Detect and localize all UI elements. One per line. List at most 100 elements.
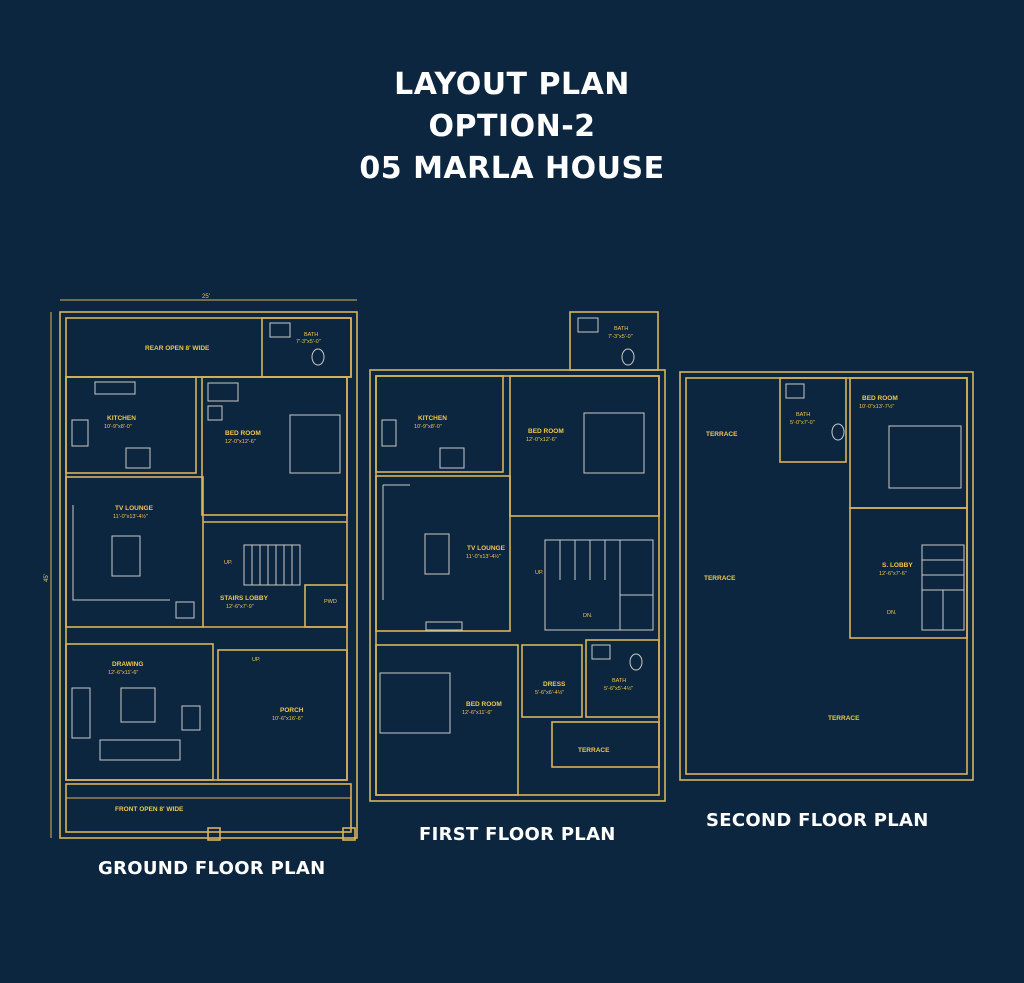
ff-bath-top-name: BATH [614, 326, 628, 332]
drawing-sofa-bottom-icon [99, 739, 181, 761]
rear-open-label: REAR OPEN 8' WIDE [145, 345, 210, 352]
sf-bath-room [779, 377, 847, 463]
toilet-icon [311, 348, 325, 366]
ff-kitchen-room [375, 375, 504, 473]
sf-basin-icon [785, 383, 805, 399]
ff-sink-icon [439, 447, 465, 469]
ff-bath-bottom-size: 5'-6"x5'-4½" [604, 685, 633, 692]
bath-room [261, 317, 352, 378]
second-floor-caption: SECOND FLOOR PLAN [706, 810, 929, 831]
kitchen-room [65, 376, 197, 474]
ff-dress-room [521, 644, 583, 718]
ff-console-icon [425, 621, 463, 631]
ff-dn-label: DN. [583, 613, 593, 619]
armchair-icon [181, 705, 201, 731]
sf-stairs-lobby [849, 507, 968, 639]
ff-bed-bottom-icon [379, 672, 451, 734]
ff-bedroom-bottom-name: BED ROOM [466, 701, 502, 708]
ff-kitchen-name: KITCHEN [418, 415, 447, 422]
sf-outline [679, 371, 974, 781]
ff-toilet-icon [621, 348, 635, 366]
tv-lounge-name: TV LOUNGE [115, 505, 154, 512]
ff-terrace-label: TERRACE [578, 747, 610, 754]
ff-bath-bottom [585, 639, 660, 718]
drawing-table-icon [120, 687, 156, 723]
sf-terrace-1-label: TERRACE [706, 431, 738, 438]
tv-lounge-room [65, 476, 204, 628]
ff-bedroom-top-name: BED ROOM [528, 428, 564, 435]
coffee-table-icon [111, 535, 141, 577]
ff-stove-icon [381, 419, 397, 447]
ff-basin-bottom-icon [591, 644, 611, 660]
ff-bed-top-icon [583, 412, 645, 474]
pwd-label: PWD [324, 599, 337, 605]
bed-icon [289, 414, 341, 474]
sf-s-lobby-size: 12'-6"x7'-6" [879, 571, 907, 577]
sf-s-lobby-name: S. LOBBY [882, 562, 913, 569]
gate-pillar-left [207, 827, 221, 841]
drawing-name: DRAWING [112, 661, 143, 668]
wash-basin-icon [269, 322, 291, 338]
ff-toilet-bottom-icon [629, 653, 643, 671]
ground-floor-caption: GROUND FLOOR PLAN [98, 858, 326, 879]
front-open-label: FRONT OPEN 8' WIDE [115, 806, 184, 813]
bedroom-size: 12'-0"x12'-6" [225, 439, 256, 445]
ff-tv-lounge-room [375, 475, 511, 632]
tv-unit-icon [175, 601, 195, 619]
sf-terrace-3-label: TERRACE [828, 715, 860, 722]
ff-staircase-icon [544, 539, 654, 631]
ff-kitchen-size: 10'-9"x8'-0" [414, 424, 442, 430]
stairs-lobby-size: 12'-6"x7'-9" [226, 604, 254, 610]
width-dimension: 25' [202, 294, 210, 300]
ff-bedroom-top-size: 12'-0"x12'-6" [526, 437, 557, 443]
chair-set-icon [207, 382, 239, 402]
ff-dress-size: 5'-6"x6'-4½" [535, 689, 564, 696]
bedroom-room [201, 376, 348, 516]
kitchen-sink-icon [125, 447, 151, 469]
ff-bath-bottom-name: BATH [612, 678, 626, 684]
sf-staircase-icon [921, 544, 965, 631]
ff-bath-top [569, 311, 659, 371]
second-floor-plan: TERRACE TERRACE TERRACE BATH 5'-0"x7'-0"… [679, 371, 974, 781]
depth-dimension: 45' [44, 574, 50, 582]
kitchen-size: 10'-9"x8'-0" [104, 424, 132, 430]
sf-bath-size: 5'-0"x7'-0" [790, 420, 815, 426]
powder-room [304, 584, 348, 628]
sf-bath-name: BATH [796, 412, 810, 418]
sf-bed-icon [888, 425, 962, 489]
stove-icon [71, 419, 89, 447]
ff-bedroom-bottom-size: 12'-6"x11'-6" [462, 710, 492, 716]
gate-pillar-right [342, 827, 356, 841]
ff-terrace-area [551, 721, 660, 768]
porch-name: PORCH [280, 707, 304, 714]
sf-toilet-icon [831, 423, 845, 441]
ff-bath-top-size: 7'-3"x5'-0" [608, 334, 633, 340]
sf-terrace-2-label: TERRACE [704, 575, 736, 582]
title-block: LAYOUT PLAN OPTION-2 05 MARLA HOUSE [0, 64, 1024, 190]
ff-house-outline [369, 369, 666, 802]
ff-tv-lounge-name: TV LOUNGE [467, 545, 506, 552]
front-open-area [65, 783, 352, 833]
house-outline [65, 376, 348, 781]
stairs-lobby-walls [203, 521, 347, 628]
drawing-size: 12'-6"x11'-6" [108, 670, 138, 676]
ff-tv-lounge-size: 11'-0"x13'-4½" [466, 553, 501, 560]
bath-name: BATH [304, 332, 318, 338]
sf-dn-label: DN. [887, 610, 897, 616]
title-line-2: OPTION-2 [428, 109, 596, 144]
ff-wash-basin-icon [577, 317, 599, 333]
ff-sofa-icon [382, 484, 410, 600]
staircase-icon [243, 544, 301, 586]
first-floor-caption: FIRST FLOOR PLAN [419, 824, 616, 845]
stairs-lobby-name: STAIRS LOBBY [220, 595, 269, 602]
kitchen-name: KITCHEN [107, 415, 136, 422]
sofa-icon [72, 505, 170, 601]
bath-size: 7'-3"x5'-0" [296, 339, 321, 345]
ground-floor-plan: 25' 45' REAR OPEN 8' WIDE BATH 7'-3"x5'-… [44, 294, 358, 841]
ff-dress-name: DRESS [543, 681, 566, 688]
kitchen-counter-icon [94, 381, 136, 395]
ff-table-icon [424, 533, 450, 575]
sf-bedroom-name: BED ROOM [862, 395, 898, 402]
first-floor-plan: BATH 7'-3"x5'-0" KITCHEN 10'-9"x8'-0" BE… [369, 311, 666, 802]
